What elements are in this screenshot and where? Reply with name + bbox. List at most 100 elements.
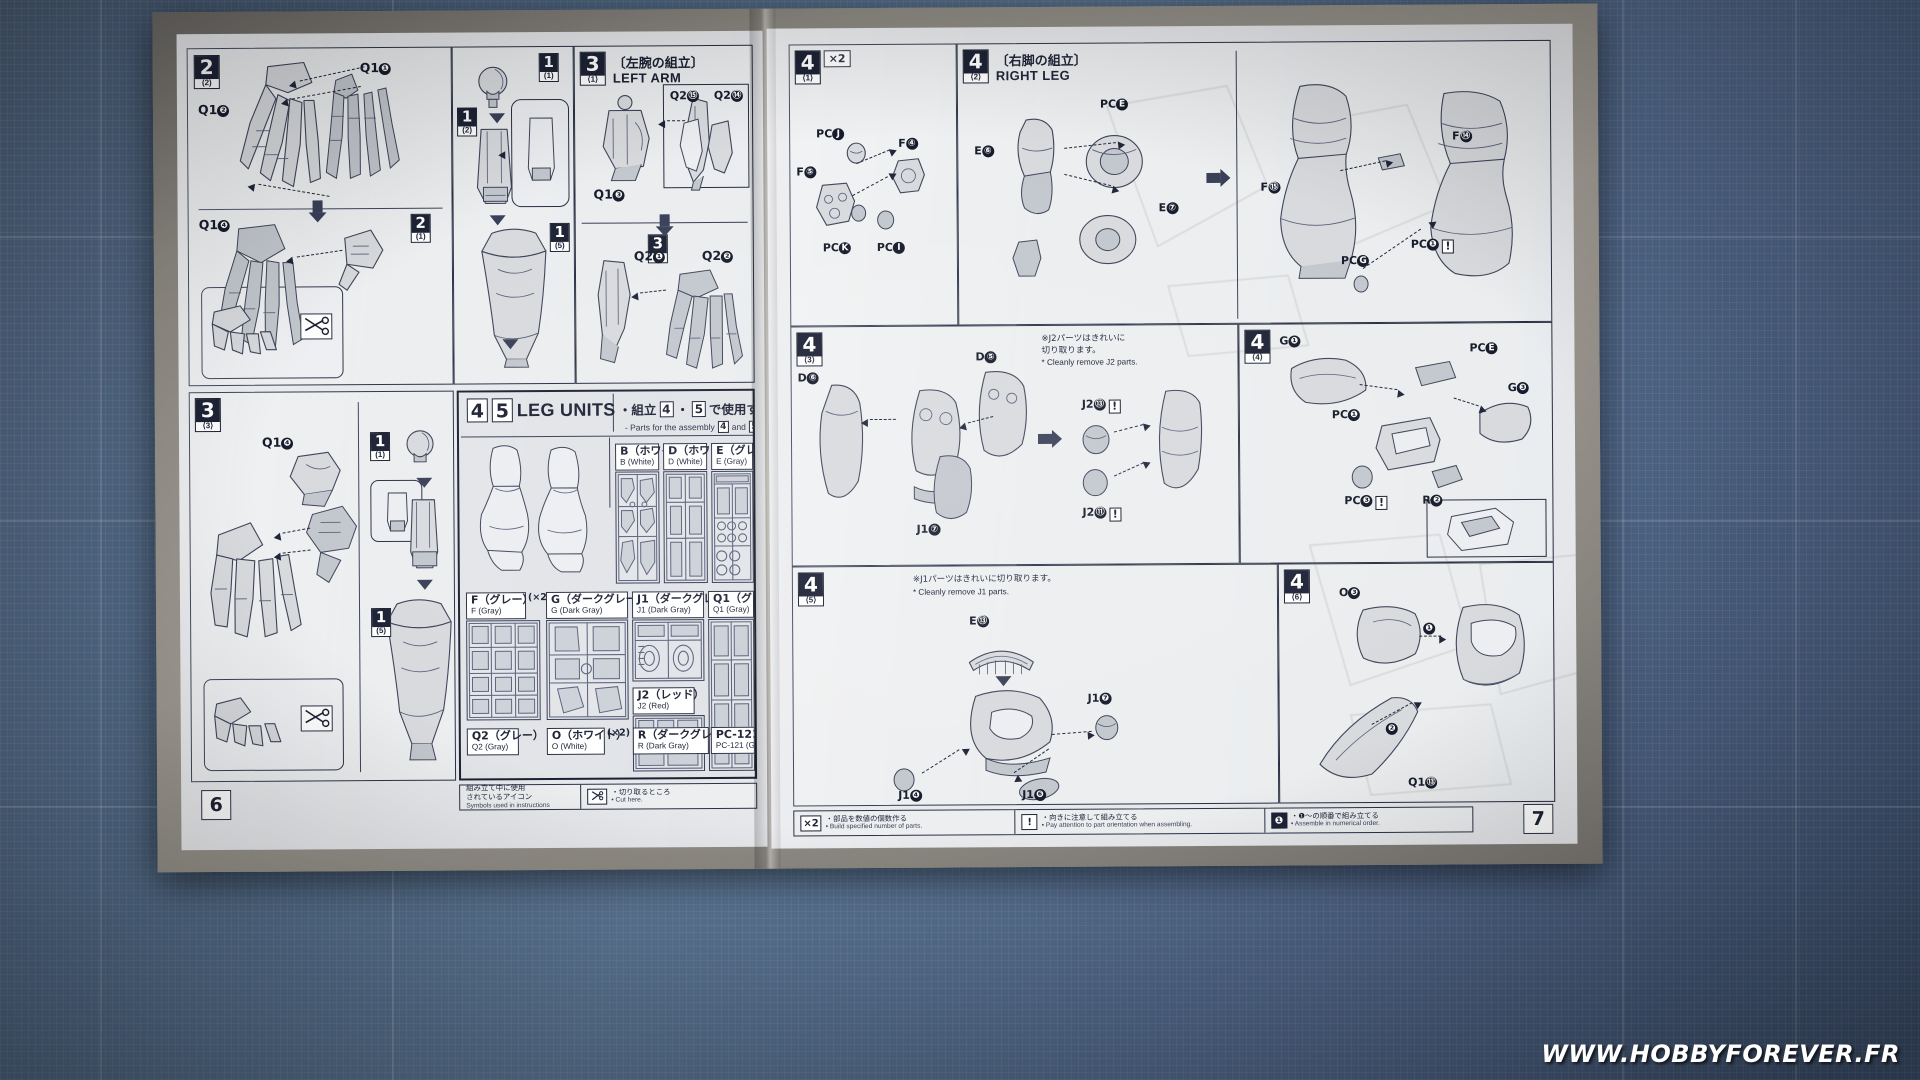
cut-here-icon-box <box>300 313 333 340</box>
note-en: * Cleanly remove J2 parts. <box>1041 357 1138 368</box>
legend-jp: ・切り取るところ <box>611 786 671 797</box>
runner-name-jp: E（グレー） <box>716 443 756 457</box>
runner-name-en: D (White) <box>668 457 703 467</box>
panel-step1-forearm: 1 (1) 1 (2) 1 (5) <box>451 45 576 385</box>
note-jp-line2: 切り取ります。 <box>1041 345 1101 356</box>
part-label-q215: Q2⑮ <box>669 89 699 103</box>
leg-units-step-4: 4 <box>466 398 488 423</box>
runner-header-q2: Q2（グレー） Q2 (Gray) <box>466 728 544 756</box>
step-badge-sub: (2) <box>462 125 473 135</box>
step-badge-4-1: 4 ⟨1⟩ <box>794 50 821 85</box>
runner-header-b: B（ホワイト） B (White) <box>615 443 695 471</box>
quantity-badge-x2: ×2 <box>823 50 851 68</box>
step-badge-sub: (2) <box>201 78 212 88</box>
runner-header-q1: Q1（グレー） Q1 (Gray) <box>707 590 755 618</box>
runner-name-jp: PC-121（グレー） <box>715 727 756 741</box>
part-label-j212: J2⑬! <box>1082 398 1121 414</box>
leg-units-note-jp: ・組立 4 ・ 5 で使用するパーツ <box>619 398 755 418</box>
part-label-f16: F⑭ <box>1452 129 1472 143</box>
runner-name-jp: J2（レッド） <box>637 688 705 702</box>
assembly-arrow-head <box>246 182 256 192</box>
runner-header-j1: J1（ダークグレー） J1 (Dark Gray) <box>631 591 736 619</box>
note-jp-line1: ※J2パーツはきれいに <box>1041 333 1126 344</box>
leg-units-label: LEG UNITS <box>516 399 616 420</box>
step-badge-number: 3 <box>580 52 605 76</box>
step-badge-sub: ⟨3⟩ <box>202 421 214 431</box>
runner-sprue-g <box>546 619 629 721</box>
step-badge-number: 1 <box>539 53 558 73</box>
runner-name-jp: G（ダークグレー） <box>550 592 648 606</box>
step-badge-1-5b: 1 (5) <box>371 607 392 638</box>
runner-name-en: O (White) <box>551 741 587 752</box>
note-en-step-5: 5 <box>748 420 756 433</box>
scissors-icon <box>587 788 608 805</box>
panel-step4-3: 4 ⟨3⟩ ※J2パーツはきれいに 切り取ります。 * Cleanly remo… <box>790 323 1240 567</box>
step-order-mark-1: ❶ <box>1423 622 1436 635</box>
step-badge-number: 3 <box>195 398 220 423</box>
panel-step4-5: 4 ⟨5⟩ ※J1パーツはきれいに切り取ります。 * Cleanly remov… <box>791 563 1280 807</box>
part-label-q113: Q1⑬ <box>1408 775 1438 789</box>
step-badge-number: 2 <box>194 55 219 80</box>
step-badge-1-2: 1 (2) <box>456 107 478 137</box>
mat-grid-line <box>1795 0 1797 1080</box>
step-badge-number: 4 <box>963 49 988 74</box>
runner-header-g: G（ダークグレー） G (Dark Gray) <box>545 591 648 619</box>
note-step-5: 5 <box>691 400 706 417</box>
step-badge-number: 1 <box>370 432 390 452</box>
note-step-4: 4 <box>659 400 674 417</box>
order-number-icon: ❶ <box>1270 812 1288 829</box>
runner-sprue-d <box>663 471 708 584</box>
step-badge-number: 4 <box>798 572 823 597</box>
note-jp-mid: ・ <box>676 402 689 418</box>
step-badge-sub: ⟨2⟩ <box>970 72 982 82</box>
step-badge-sub: ⟨5⟩ <box>805 595 817 605</box>
step-badge-number: 1 <box>457 107 477 127</box>
part-label-q214: Q2⑭ <box>713 88 743 102</box>
legend-en: • Build specified number of parts. <box>825 823 923 831</box>
caution-icon: ! <box>1021 814 1038 831</box>
runner-header-e: E（グレー） E (Gray) <box>711 442 756 470</box>
runner-name-jp: D（ホワイト） <box>668 443 744 458</box>
step-badge-2: 2 (2) <box>193 55 220 90</box>
note-jp: ※J1パーツはきれいに切り取ります。 <box>912 573 1056 585</box>
step-order-mark-2: ❷ <box>1385 722 1398 735</box>
runner-name-jp: O（ホワイト） <box>551 728 628 742</box>
runner-name-en: G (Dark Gray) <box>551 605 603 616</box>
step-badge-sub: ⟨4⟩ <box>1252 352 1263 362</box>
leg-units-note-en: - Parts for the assembly 4 and 5 <box>625 420 756 434</box>
runner-name-en: PC-121 (Gray) <box>715 740 756 751</box>
runner-sprue-j1 <box>632 619 705 682</box>
runner-name-jp: Q2（グレー） <box>471 729 544 743</box>
panel-step3-left-arm: 3 ⟨1⟩ 〔左腕の組立〕 LEFT ARM <box>573 44 755 384</box>
legend-en: • Assemble in numerical order. <box>1290 820 1380 828</box>
runner-header-o: O（ホワイト） O (White) <box>546 727 628 755</box>
cut-here-icon-box <box>300 705 333 732</box>
runner-name-en: Q1 (Gray) <box>713 604 750 615</box>
step-badge-number: 1 <box>372 608 391 628</box>
step-badge-number: 1 <box>550 223 569 242</box>
